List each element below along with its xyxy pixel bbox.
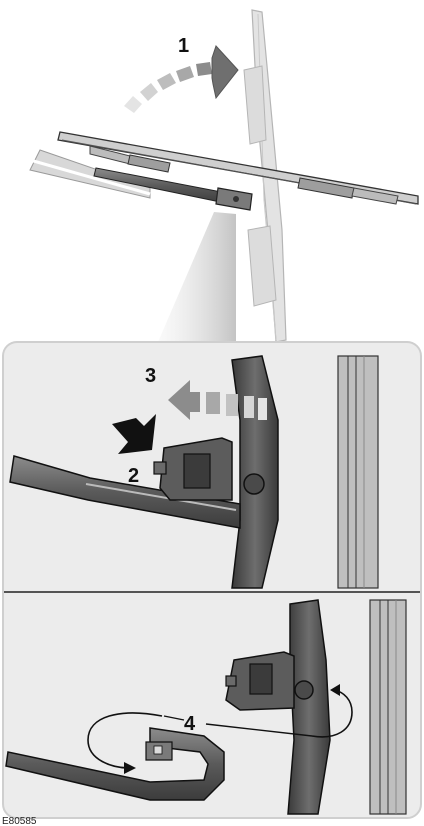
figure-reference-code: E80585 xyxy=(2,816,37,826)
detail-panel: 3 2 xyxy=(2,341,422,819)
rotate-arrow-right-icon xyxy=(311,684,353,738)
adapter-clip xyxy=(153,437,233,501)
wiper-blade xyxy=(57,131,419,211)
step-4-leader-right xyxy=(205,723,313,737)
step-1-label: 1 xyxy=(178,35,189,57)
rotate-out-arrow-icon xyxy=(87,712,163,774)
slide-left-arrow-icon xyxy=(168,380,267,420)
adapter-clip-lower xyxy=(225,651,295,711)
step-3-label: 3 xyxy=(145,365,156,387)
step-4-label: 4 xyxy=(184,713,196,735)
step-2-label: 2 xyxy=(128,465,139,487)
wiper-arm-hook xyxy=(5,727,225,801)
top-scene: 1 xyxy=(29,9,419,343)
step-4-leader-left xyxy=(163,715,185,721)
rotate-arrow-icon xyxy=(124,45,239,113)
wiper-arm-detail xyxy=(9,455,241,529)
zoom-beam xyxy=(158,212,236,342)
blade-rubber-right xyxy=(337,355,379,589)
blade-rubber-right-lower xyxy=(369,599,407,815)
press-arrow-icon xyxy=(112,414,156,454)
lower-detail: 4 xyxy=(5,599,407,815)
upper-detail: 3 2 xyxy=(9,355,379,589)
